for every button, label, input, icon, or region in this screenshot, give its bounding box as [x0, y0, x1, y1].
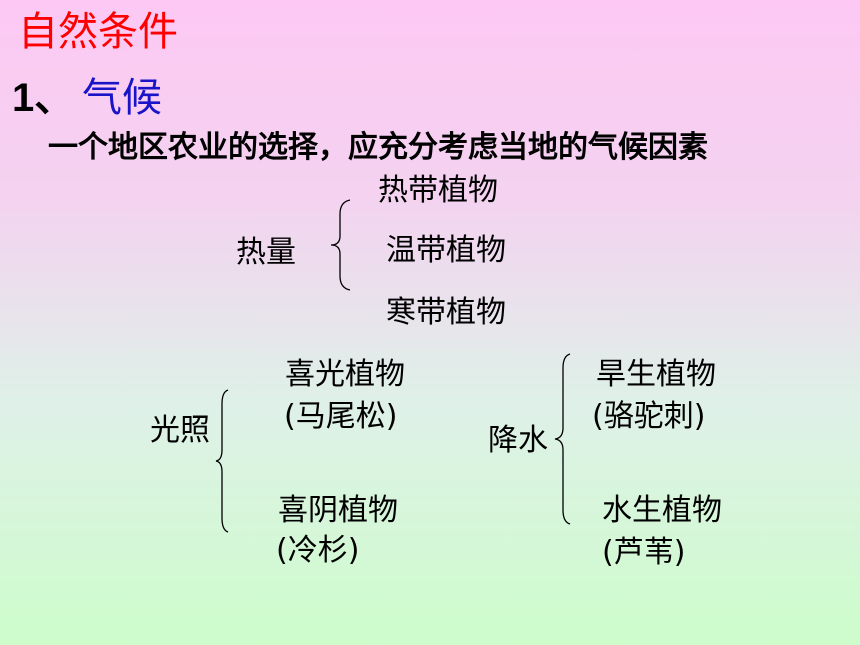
light-brace — [215, 389, 229, 533]
rain-item: 水生植物 — [602, 493, 722, 528]
light-label: 光照 — [150, 413, 210, 448]
heat-item: 热带植物 — [378, 173, 498, 208]
rain-example: (骆驼刺) — [592, 399, 706, 434]
rain-label: 降水 — [488, 423, 548, 458]
intro-text: 一个地区农业的选择，应充分考虑当地的气候因素 — [48, 130, 708, 165]
section-heading: 气候 — [82, 75, 162, 121]
rain-brace — [554, 353, 571, 525]
heat-label: 热量 — [236, 235, 296, 270]
heat-item: 温带植物 — [386, 233, 506, 268]
slide-title: 自然条件 — [18, 9, 178, 55]
heat-brace — [330, 199, 351, 291]
light-example: (冷杉) — [276, 533, 360, 568]
light-example: (马尾松) — [284, 399, 398, 434]
light-item: 喜阴植物 — [278, 493, 398, 528]
light-item: 喜光植物 — [285, 357, 405, 392]
rain-example: (芦苇) — [602, 535, 686, 570]
rain-item: 旱生植物 — [596, 357, 716, 392]
heat-item: 寒带植物 — [386, 295, 506, 330]
section-number: 1、 — [12, 76, 75, 120]
